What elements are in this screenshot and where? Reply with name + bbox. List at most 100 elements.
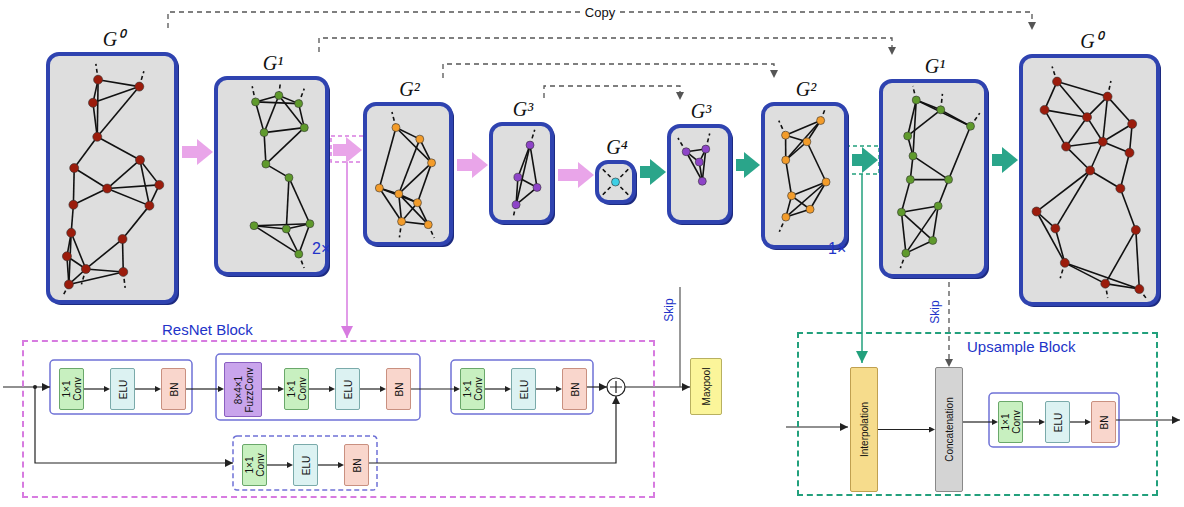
graph-vertex: [1101, 279, 1110, 288]
graph-vertex: [897, 208, 905, 216]
junction-dot: [33, 385, 37, 389]
graph-vertex: [902, 249, 910, 257]
annotation: 1×: [828, 240, 846, 258]
graph-vertex: [392, 124, 400, 132]
pooling-arrow: [558, 169, 578, 181]
graph-illustration: [602, 168, 630, 196]
graph-edge: [786, 182, 826, 217]
graph-edge: [266, 128, 304, 164]
highlight-box: [331, 136, 364, 162]
graph-edge: [97, 87, 139, 137]
graph-edge: [264, 128, 304, 133]
graph-vertex: [909, 152, 917, 160]
bn-layer: BN: [344, 444, 369, 486]
layer-label: ELU: [342, 370, 353, 408]
layer-label: 1×1 Conv: [61, 370, 83, 408]
graph-edge: [901, 206, 938, 212]
graph-vertex: [1103, 92, 1112, 101]
repeat-count: 2×: [312, 240, 330, 257]
graph-vertex: [103, 184, 112, 193]
graph-edge: [123, 206, 150, 239]
graph-edge: [74, 168, 107, 188]
bn-layer: BN: [386, 368, 411, 410]
elu-layer: ELU: [293, 444, 318, 486]
graph-vertex: [1135, 285, 1144, 294]
edge-label-holder: Copy: [581, 3, 619, 21]
graph-panel: G²: [362, 78, 457, 250]
graph-edge: [98, 80, 139, 87]
concatenation-layer: Concatenation: [935, 367, 963, 492]
panel-frame: [597, 162, 634, 202]
flow-arrow: [1070, 421, 1085, 422]
graph-edge: [1103, 124, 1132, 142]
graph-vertex: [906, 176, 914, 184]
graph-edge: [786, 160, 792, 196]
graph-vertex: [252, 98, 260, 106]
graph-vertex: [612, 178, 620, 186]
flow-arrow: [878, 429, 929, 430]
graph-vertex: [514, 173, 522, 181]
annotation: 2×: [312, 240, 330, 258]
layer-label: 1×1 Conv: [462, 370, 484, 408]
graph-edge: [264, 133, 266, 164]
flow-arrow: [1023, 421, 1039, 422]
graph-edge: [1105, 284, 1139, 289]
maxpool-layer: Maxpool: [690, 358, 722, 415]
skip-label: Skip: [928, 300, 942, 323]
flow-arrow: [318, 464, 338, 465]
graph-edge: [73, 189, 107, 205]
upsampling-arrow: [640, 166, 650, 178]
graph-edge: [256, 102, 299, 104]
graph-vertex: [275, 91, 283, 99]
sum-symbol: [607, 378, 625, 396]
flow-arrow: [267, 464, 287, 465]
graph-edge: [901, 180, 910, 213]
graph-edge: [686, 152, 702, 181]
copy-connector: [544, 86, 680, 98]
graph-vertex: [88, 98, 97, 107]
graph-vertex: [803, 138, 811, 146]
graph-illustration: [512, 130, 541, 216]
pooling-arrow: [182, 146, 197, 158]
graph-vertex: [300, 124, 308, 132]
graph-edge: [1108, 97, 1133, 124]
panel-frame: [216, 78, 327, 274]
graph-edge: [1066, 117, 1087, 146]
graph-vertex: [375, 184, 383, 192]
graph-vertex: [682, 148, 690, 156]
graph-edge: [97, 137, 140, 160]
graph-edge: [1045, 110, 1067, 147]
flow-arrow: [536, 388, 556, 389]
graph-edge: [1066, 147, 1090, 171]
graph-vertex: [822, 178, 830, 186]
elu-layer: ELU: [335, 368, 360, 410]
graph-vertex: [533, 183, 541, 191]
graph-vertex: [526, 141, 534, 149]
graph-vertex: [413, 199, 421, 207]
panel-shape: [1018, 53, 1164, 310]
flow-arrow: [262, 388, 278, 389]
graph-edge: [379, 128, 396, 188]
graph-vertex: [119, 267, 128, 276]
graph-vertex: [81, 264, 90, 273]
graph-edge: [286, 178, 289, 229]
graph-edge: [1103, 97, 1108, 142]
panel-shape: [666, 123, 736, 228]
graph-vertex: [1062, 142, 1071, 151]
flow-arrow: [84, 388, 104, 389]
graph-edge: [86, 269, 123, 272]
layer-label: BN: [351, 446, 362, 484]
graph-vertex: [94, 75, 103, 84]
graph-edge: [140, 160, 149, 206]
graph-edge: [810, 182, 826, 209]
annotation: Skip: [659, 298, 677, 321]
sum-input-line: [585, 386, 607, 387]
graph-vertex: [1128, 119, 1137, 128]
graph-vertex: [1040, 105, 1049, 114]
input-line: [786, 426, 848, 427]
layer-label: BN: [393, 370, 404, 408]
copy-connector: [319, 38, 892, 52]
graph-edge: [702, 149, 705, 181]
layer-label: 1×1 Conv: [244, 446, 266, 484]
